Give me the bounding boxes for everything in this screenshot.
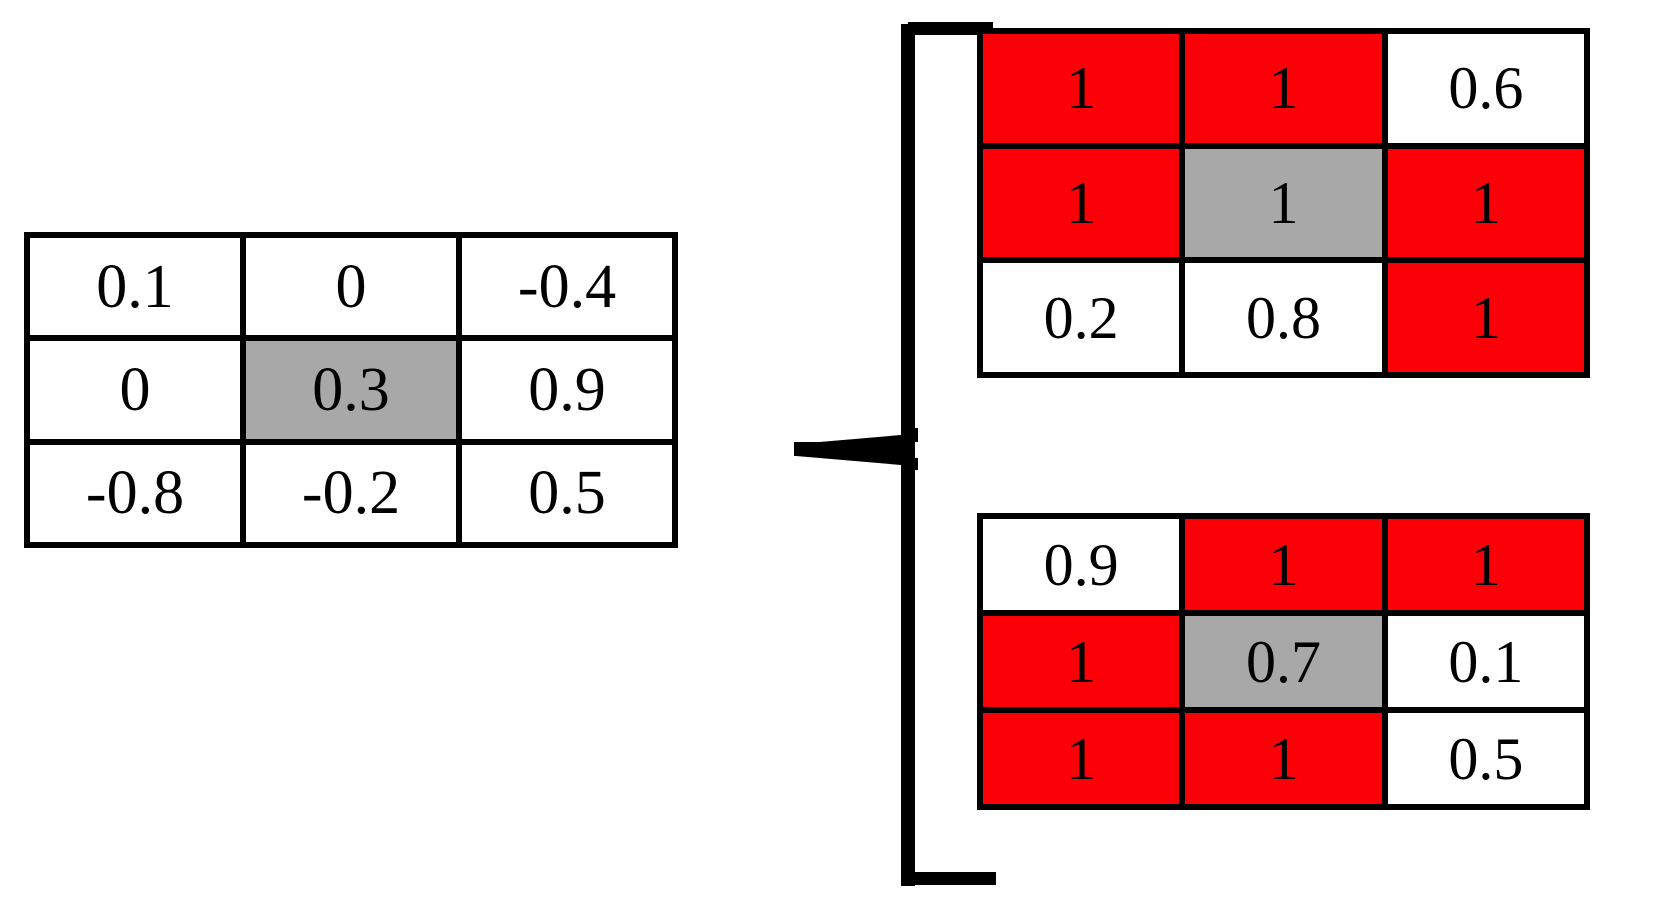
input-matrix-cell-r2-c2: 0.5 <box>462 444 672 542</box>
input-matrix-cell-r0-c1: 0 <box>246 238 456 336</box>
output-matrix-bottom-cell-r0-c2: 1 <box>1387 519 1584 610</box>
input-matrix-cell-r0-c2: -0.4 <box>462 238 672 336</box>
output-matrix-bottom-cell-r1-c0: 1 <box>983 616 1180 707</box>
output-matrix-top-cell-r1-c0: 1 <box>983 148 1180 258</box>
input-matrix-cell-r1-c2: 0.9 <box>462 341 672 439</box>
input-matrix-cell-r2-c0: -0.8 <box>30 444 240 542</box>
input-matrix-cell-r1-c0: 0 <box>30 341 240 439</box>
output-matrix-bottom-cell-r1-c1: 0.7 <box>1185 616 1382 707</box>
curly-brace-icon <box>794 22 996 886</box>
output-matrix-top-cell-r1-c2: 1 <box>1387 148 1584 258</box>
output-matrix-bottom-cell-r2-c0: 1 <box>983 713 1180 804</box>
output-matrix-bottom-cell-r2-c1: 1 <box>1185 713 1382 804</box>
output-matrix-bottom-cell-r0-c1: 1 <box>1185 519 1382 610</box>
output-matrix-top-cell-r0-c0: 1 <box>983 34 1180 143</box>
output-matrix-top-cell-r0-c2: 0.6 <box>1387 34 1584 143</box>
output-matrix-top-cell-r2-c2: 1 <box>1387 263 1584 372</box>
input-matrix-cell-r2-c1: -0.2 <box>246 444 456 542</box>
output-matrix-top-cell-r2-c0: 0.2 <box>983 263 1180 372</box>
input-matrix-cell-r0-c0: 0.1 <box>30 238 240 336</box>
output-matrix-top-cell-r0-c1: 1 <box>1185 34 1382 143</box>
output-matrix-top-cell-r2-c1: 0.8 <box>1185 263 1382 372</box>
output-matrix-top-cell-r1-c1: 1 <box>1185 148 1382 258</box>
output-matrix-bottom-cell-r1-c2: 0.1 <box>1387 616 1584 707</box>
output-matrix-bottom-cell-r0-c0: 0.9 <box>983 519 1180 610</box>
output-matrix-bottom-cell-r2-c2: 0.5 <box>1387 713 1584 804</box>
curly-brace-connector <box>780 10 1010 900</box>
input-matrix-cell-r1-c1: 0.3 <box>246 341 456 439</box>
